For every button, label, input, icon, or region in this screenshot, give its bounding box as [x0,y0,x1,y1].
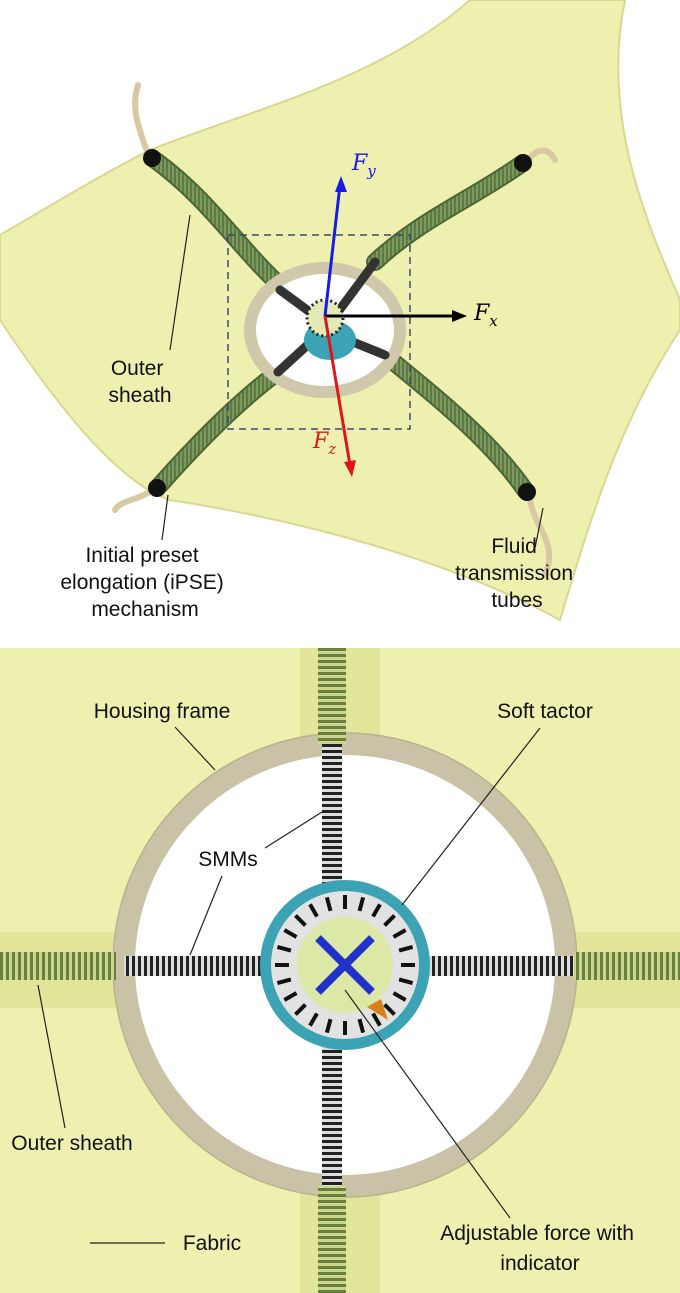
dial-tick [308,1012,319,1027]
dial-tick [324,896,333,912]
zoom-box [227,234,411,430]
dial-tick [294,914,307,927]
fy-arrow [323,184,342,317]
smm-right [424,956,574,976]
label-ipse: Initial preset elongation (iPSE) mechani… [60,544,229,621]
smm-left [124,956,264,976]
fz-arrowhead [344,460,356,477]
dial-tick [283,928,298,939]
fluid-tubes [112,82,558,578]
dial-ticks [275,895,415,1035]
fz-label: Fz [312,429,336,458]
label-fluid-tubes: Fluid transmission tubes [455,535,579,612]
dial-tick [283,991,298,1002]
smm-bottom [322,1046,342,1186]
bottom-panel: Housing frame Soft tactor SMMs Outer she… [0,648,680,1293]
outer-sheath-left-coil [0,952,116,980]
dial-tick [383,1003,396,1016]
fx-label: Fx [473,301,498,330]
dial-tick [371,1012,382,1027]
outer-sheath-bottom-coil [318,1186,346,1293]
dial-tick [357,896,366,912]
top-panel: Fy Fx Fz Outer sheath Initial preset elo… [0,0,680,622]
label-smms: SMMs [198,848,258,871]
fx-arrowhead [452,310,467,322]
dial-tick [294,1003,307,1016]
outer-sheath-right-coil [574,952,680,980]
dial-tick [392,991,407,1002]
label-outer-sheath-top: Outer sheath [108,357,171,407]
fz-arrow [323,315,352,466]
label-soft-tactor: Soft tactor [497,700,593,723]
dial-tick [276,944,292,953]
dial-tick [357,1018,366,1034]
fy-arrowhead [335,176,347,192]
dial-tick [276,977,292,986]
dial-tick [324,1018,333,1034]
label-outer-sheath-bottom: Outer sheath [11,1132,132,1155]
dial-tick [308,903,319,918]
dial-tick [383,914,396,927]
outer-sheath-tubes [146,151,534,499]
dial-tick [392,928,407,939]
fy-label: Fy [351,151,376,180]
dial-tick [371,903,382,918]
dial-tick [398,944,414,953]
label-adjustable-force: Adjustable force with indicator [440,1222,640,1275]
label-housing-frame: Housing frame [94,700,231,723]
cross-marker [315,935,375,995]
outer-sheath-top-coil [318,648,346,744]
ipse-caps [143,149,536,501]
label-fabric: Fabric [183,1232,241,1255]
dial-tick [398,977,414,986]
smm-top [322,744,342,884]
force-arrows [323,176,467,477]
force-indicator-pointer [367,999,388,1020]
